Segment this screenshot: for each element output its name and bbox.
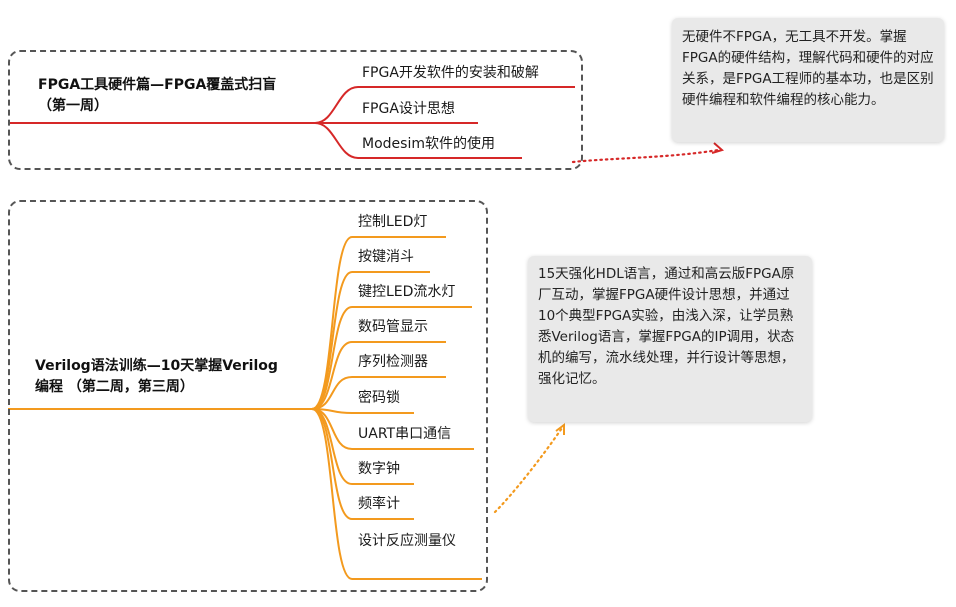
group2-branch-2 bbox=[311, 271, 430, 410]
group2-branches bbox=[8, 236, 482, 580]
group2-item-2[interactable]: 按键消斗 bbox=[358, 249, 414, 265]
note1-arrowhead bbox=[711, 142, 725, 154]
note2-arrowhead bbox=[555, 423, 565, 435]
group2-branch-3 bbox=[311, 306, 472, 410]
group1-branches bbox=[8, 86, 575, 159]
group1-item-2[interactable]: FPGA设计思想 bbox=[362, 101, 455, 117]
group2-note: 15天强化HDL语言，通过和高云版FPGA原厂互动，掌握FPGA硬件设计思想，并… bbox=[528, 256, 812, 422]
group1-box bbox=[8, 50, 583, 170]
group2-item-10[interactable]: 设计反应测量仪 bbox=[358, 533, 456, 549]
group2-item-3[interactable]: 键控LED流水灯 bbox=[358, 284, 456, 300]
group2-item-8[interactable]: 数字钟 bbox=[358, 461, 400, 477]
group2-item-9[interactable]: 频率计 bbox=[358, 496, 400, 512]
group2-branch-5 bbox=[311, 376, 446, 410]
group2-branch-9 bbox=[311, 408, 414, 520]
group2-item-5[interactable]: 序列检测器 bbox=[358, 354, 428, 370]
group2-box bbox=[8, 200, 488, 592]
group2-item-4[interactable]: 数码管显示 bbox=[358, 319, 428, 335]
group2-branch-10 bbox=[311, 408, 482, 580]
note1-arrow bbox=[571, 148, 720, 164]
group2-title[interactable]: Verilog语法训练—10天掌握Verilog 编程 （第二周，第三周） bbox=[35, 358, 278, 395]
group2-item-6[interactable]: 密码锁 bbox=[358, 390, 400, 406]
group1-branch-3 bbox=[314, 122, 522, 159]
group2-branch-4 bbox=[311, 341, 446, 410]
group1-item-3[interactable]: Modesim软件的使用 bbox=[362, 136, 495, 152]
group1-branch-1 bbox=[314, 86, 575, 124]
group1-item-1[interactable]: FPGA开发软件的安装和破解 bbox=[362, 65, 539, 81]
group1-note: 无硬件不FPGA，无工具不开发。掌握FPGA的硬件结构，理解代码和硬件的对应关系… bbox=[672, 18, 944, 142]
group1-title[interactable]: FPGA工具硬件篇—FPGA覆盖式扫盲（第一周） bbox=[38, 77, 277, 114]
group2-item-1[interactable]: 控制LED灯 bbox=[358, 214, 428, 230]
group2-item-7[interactable]: UART串口通信 bbox=[358, 426, 452, 442]
note2-arrow bbox=[493, 426, 564, 514]
